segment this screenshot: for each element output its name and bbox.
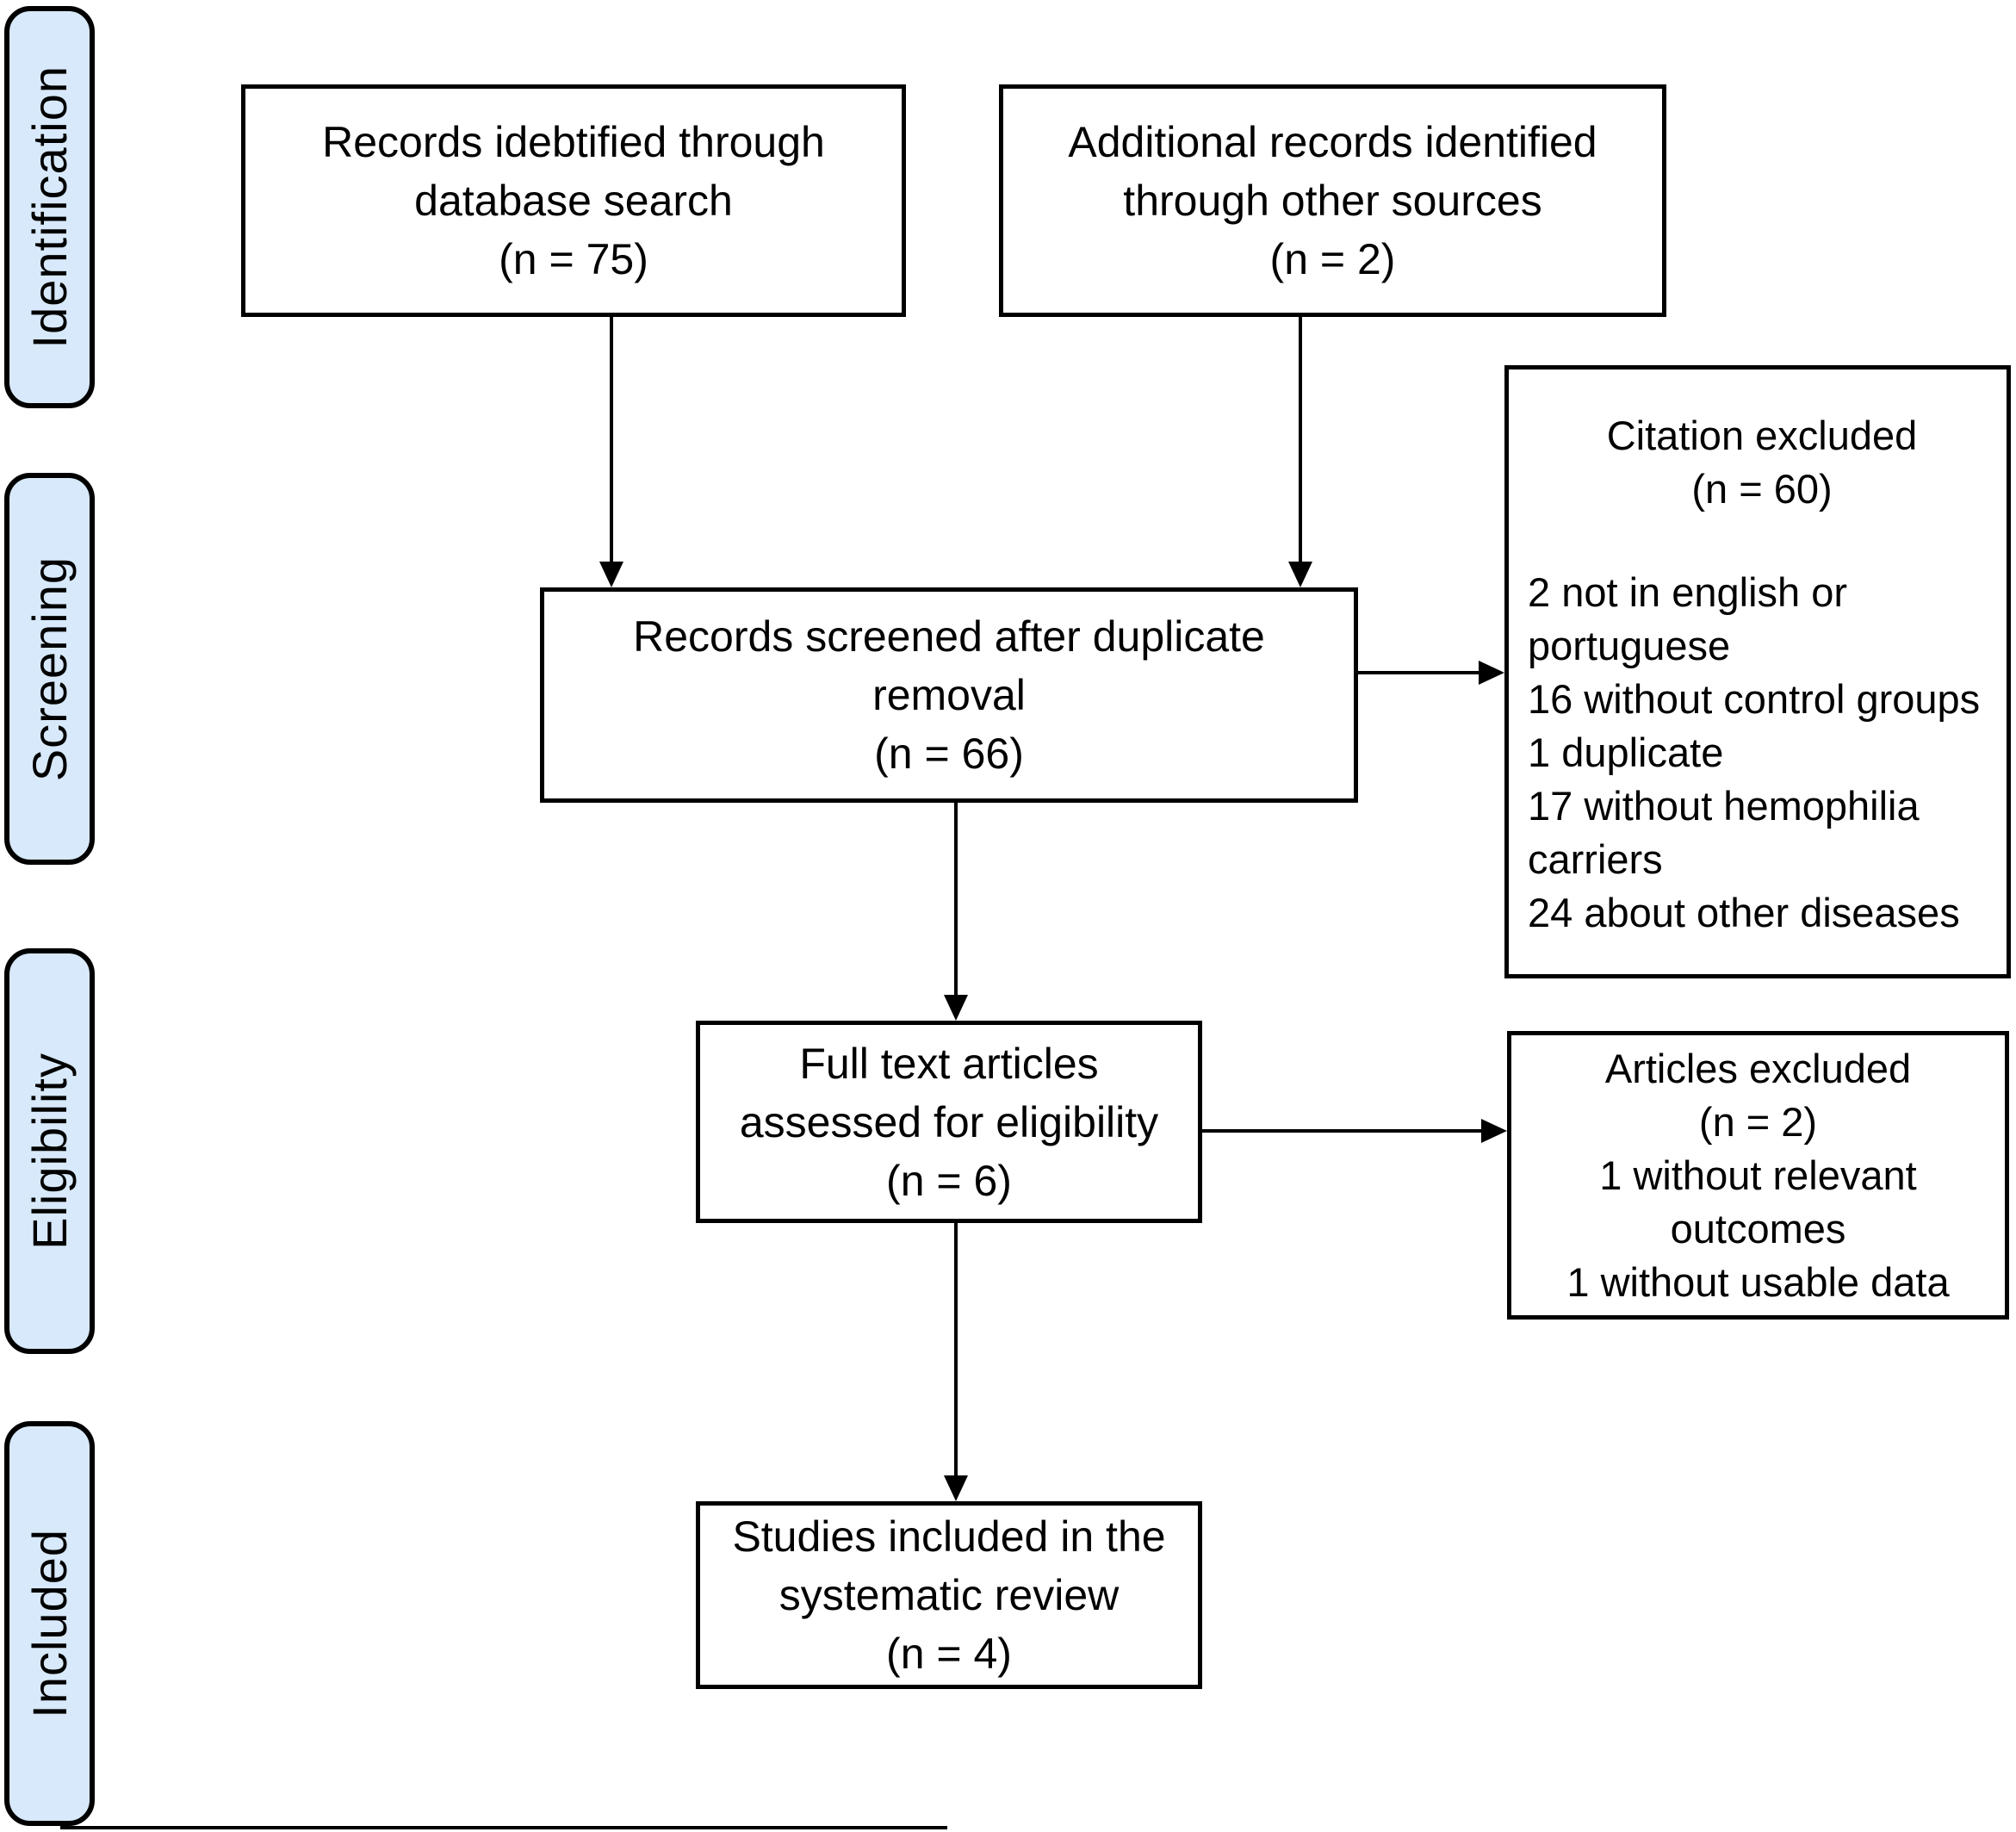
stage-identification-label: Identification	[22, 65, 77, 349]
citation-excluded-box: Citation excluded (n = 60) 2 not in engl…	[1504, 365, 2011, 978]
citation-excluded-title: Citation excluded	[1606, 413, 1918, 458]
arrow-down-icon	[944, 1475, 968, 1501]
additional-records-count: (n = 2)	[1269, 235, 1396, 283]
stage-eligibility: Eligibility	[4, 948, 95, 1354]
citation-excluded-reason: 17 without hemophilia carriers	[1528, 783, 1920, 882]
arrow-right-icon	[1479, 661, 1504, 685]
stage-included: Included	[4, 1421, 95, 1826]
arrow-fulltext-to-articles-line	[1202, 1129, 1481, 1133]
records-screened-line: Records screened after duplicate	[633, 612, 1265, 661]
articles-excluded-box: Articles excluded (n = 2) 1 without rele…	[1507, 1031, 2009, 1320]
articles-excluded-reason: 1 without usable data	[1566, 1258, 1950, 1305]
studies-included-line: systematic review	[778, 1571, 1120, 1619]
articles-excluded-count: (n = 2)	[1698, 1098, 1818, 1145]
additional-records-line: Additional records identified	[1068, 118, 1597, 166]
studies-included-box: Studies included in the systematic revie…	[696, 1501, 1202, 1689]
stage-identification: Identification	[4, 6, 95, 408]
additional-records-box: Additional records identified through ot…	[999, 84, 1666, 317]
stage-eligibility-label: Eligibility	[22, 1053, 77, 1250]
records-screened-line: removal	[872, 671, 1026, 719]
stage-screening: Screening	[4, 473, 95, 865]
records-identified-line: database search	[414, 177, 733, 225]
additional-records-line: through other sources	[1123, 177, 1542, 225]
full-text-assessed-box: Full text articles assessed for eligibil…	[696, 1021, 1202, 1223]
arrow-screened-to-fulltext-line	[954, 803, 958, 995]
records-identified-line: Records idebtified through	[322, 118, 825, 166]
arrow-down-icon	[599, 562, 623, 587]
citation-excluded-reason: 2 not in english or portuguese	[1528, 569, 1848, 668]
citation-excluded-reason: 24 about other diseases	[1528, 890, 1960, 935]
full-text-line: assessed for eligibility	[739, 1097, 1159, 1146]
studies-included-line: Studies included in the	[732, 1512, 1166, 1561]
full-text-line: Full text articles	[799, 1039, 1099, 1088]
citation-excluded-count: (n = 60)	[1691, 466, 1833, 512]
citation-excluded-reason: 16 without control groups	[1528, 676, 1981, 722]
arrow-down-icon	[944, 995, 968, 1021]
stage-screening-label: Screening	[22, 556, 77, 782]
records-screened-count: (n = 66)	[874, 730, 1024, 778]
articles-excluded-reason: 1 without relevant outcomes	[1599, 1152, 1917, 1251]
articles-excluded-title: Articles excluded	[1604, 1045, 1912, 1091]
arrow-records-to-screened-line	[610, 317, 613, 562]
arrow-fulltext-to-studies-line	[954, 1223, 958, 1475]
arrow-additional-to-screened-line	[1299, 317, 1302, 562]
arrow-right-icon	[1481, 1119, 1507, 1143]
bottom-rule	[60, 1826, 947, 1829]
records-screened-box: Records screened after duplicate removal…	[540, 587, 1358, 803]
arrow-down-icon	[1288, 562, 1312, 587]
records-identified-box: Records idebtified through database sear…	[241, 84, 906, 317]
arrow-screened-to-citation-line	[1358, 671, 1479, 674]
full-text-count: (n = 6)	[886, 1156, 1012, 1205]
citation-excluded-reason: 1 duplicate	[1528, 730, 1724, 775]
records-identified-count: (n = 75)	[499, 235, 648, 283]
stage-included-label: Included	[22, 1529, 77, 1718]
studies-included-count: (n = 4)	[886, 1630, 1012, 1678]
